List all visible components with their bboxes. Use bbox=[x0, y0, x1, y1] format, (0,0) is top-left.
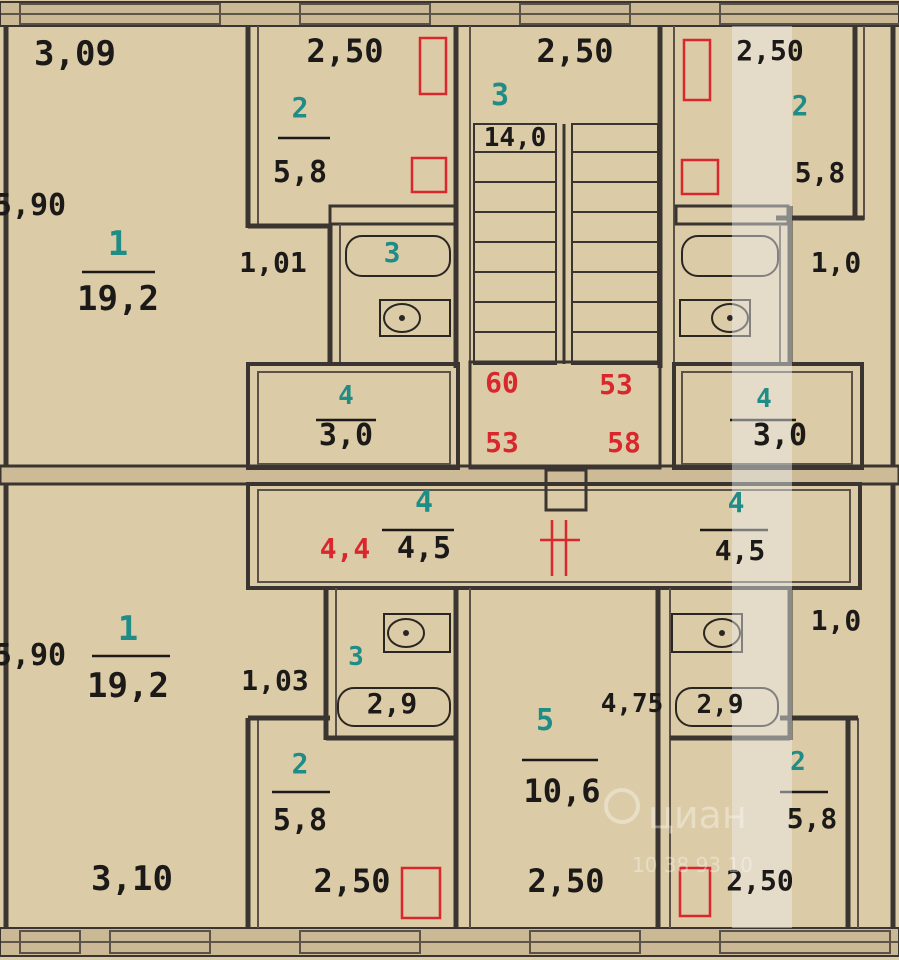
bathtub-icon bbox=[345, 235, 451, 277]
glare-streak bbox=[732, 26, 792, 928]
plan-label-val-53b: 53 bbox=[485, 426, 519, 459]
plan-label-room-3d-area: 2,9 bbox=[697, 690, 744, 720]
plan-label-val-58: 58 bbox=[607, 426, 641, 459]
plan-label-room-4c-area: 4,5 bbox=[397, 531, 451, 566]
plan-label-room-2d-num: 2 bbox=[790, 747, 806, 777]
watermark-code: 10 38 93 10 bbox=[632, 853, 753, 877]
plan-label-room-2c-num: 2 bbox=[292, 747, 309, 780]
plan-label-room-3a-num: 3 bbox=[491, 78, 509, 113]
plan-label-room-5-area: 10,6 bbox=[523, 772, 600, 810]
plan-label-dim-101: 1,01 bbox=[239, 246, 306, 279]
plan-label-room-3c-num: 3 bbox=[348, 642, 364, 672]
plan-label-dim-right-b: 1,0 bbox=[811, 604, 862, 637]
toilet-icon bbox=[379, 299, 451, 337]
watermark-brand: циан bbox=[648, 793, 747, 837]
plan-label-dim-475: 4,75 bbox=[601, 689, 664, 719]
plan-label-room-2b-area: 5,8 bbox=[795, 156, 846, 189]
plan-label-dim-bot-r: 2,50 bbox=[726, 864, 793, 897]
plan-label-room-4d-num: 4 bbox=[728, 486, 745, 519]
plan-label-room-1b-area: 19,2 bbox=[87, 666, 169, 706]
plan-label-val-44: 4,4 bbox=[320, 532, 371, 565]
plan-label-room-4a-area: 3,0 bbox=[319, 418, 373, 453]
plan-label-room-4a-num: 4 bbox=[338, 381, 354, 411]
plan-label-dim-bot-left: 3,10 bbox=[91, 859, 173, 899]
toilet-icon bbox=[383, 613, 451, 653]
fraction-lines bbox=[82, 136, 828, 794]
bathtub-icon bbox=[675, 687, 779, 727]
plan-label-room-4b-num: 4 bbox=[756, 384, 772, 414]
bathtub-icon bbox=[681, 235, 779, 277]
plan-label-room-1b-num: 1 bbox=[118, 609, 138, 649]
plan-label-val-53a: 53 bbox=[599, 368, 633, 401]
fixtures bbox=[337, 235, 779, 727]
plan-label-room-2d-area: 5,8 bbox=[787, 802, 838, 835]
plan-label-room-1a-area: 19,2 bbox=[77, 279, 159, 319]
toilet-icon bbox=[679, 299, 751, 337]
plan-label-dim-top-left: 3,09 bbox=[34, 34, 116, 74]
plan-label-room-5-num: 5 bbox=[536, 703, 554, 738]
label-layer: 3,09 2,50 2,50 2,50 1 19,2 5,90 2 5,8 3 14,0 2 5,8 1,… bbox=[0, 32, 861, 900]
plan-label-stair-a: 14,0 bbox=[484, 123, 547, 153]
plan-label-room-4b-area: 3,0 bbox=[753, 418, 807, 453]
plan-label-dim-right-a: 1,0 bbox=[811, 246, 862, 279]
plan-label-room-2a-num: 2 bbox=[292, 91, 309, 124]
plan-label-dim-top-c2: 2,50 bbox=[536, 32, 613, 70]
cian-logo-icon bbox=[604, 788, 640, 824]
plan-label-dim-left-b: 5,90 bbox=[0, 638, 66, 673]
plan-label-room-3b-num: 3 bbox=[384, 236, 401, 269]
plan-label-dim-103: 1,03 bbox=[241, 664, 308, 697]
red-markers bbox=[400, 36, 720, 920]
plan-label-val-60: 60 bbox=[485, 366, 519, 399]
plan-label-room-4c-num: 4 bbox=[415, 485, 433, 520]
plan-label-room-4d-area: 4,5 bbox=[715, 534, 766, 567]
staircase bbox=[473, 123, 659, 365]
plan-label-dim-top-r: 2,50 bbox=[736, 34, 803, 67]
plan-label-room-2a-area: 5,8 bbox=[273, 155, 327, 190]
plan-label-room-2c-area: 5,8 bbox=[273, 803, 327, 838]
plan-label-dim-top-c1: 2,50 bbox=[306, 32, 383, 70]
top-window-band bbox=[0, 1, 899, 27]
plan-label-dim-left-a: 5,90 bbox=[0, 188, 66, 223]
plan-label-room-2b-num: 2 bbox=[792, 89, 809, 122]
walls bbox=[0, 26, 899, 928]
plan-label-room-3c-area: 2,9 bbox=[367, 687, 418, 720]
bathtub-icon bbox=[337, 687, 451, 727]
plan-label-dim-bot-c2: 2,50 bbox=[527, 862, 604, 900]
plan-label-dim-bot-c1: 2,50 bbox=[313, 862, 390, 900]
bottom-window-band bbox=[0, 927, 899, 957]
watermark: циан 10 38 93 10 bbox=[604, 788, 753, 877]
toilet-icon bbox=[671, 613, 743, 653]
plan-label-room-1a-num: 1 bbox=[108, 224, 128, 264]
